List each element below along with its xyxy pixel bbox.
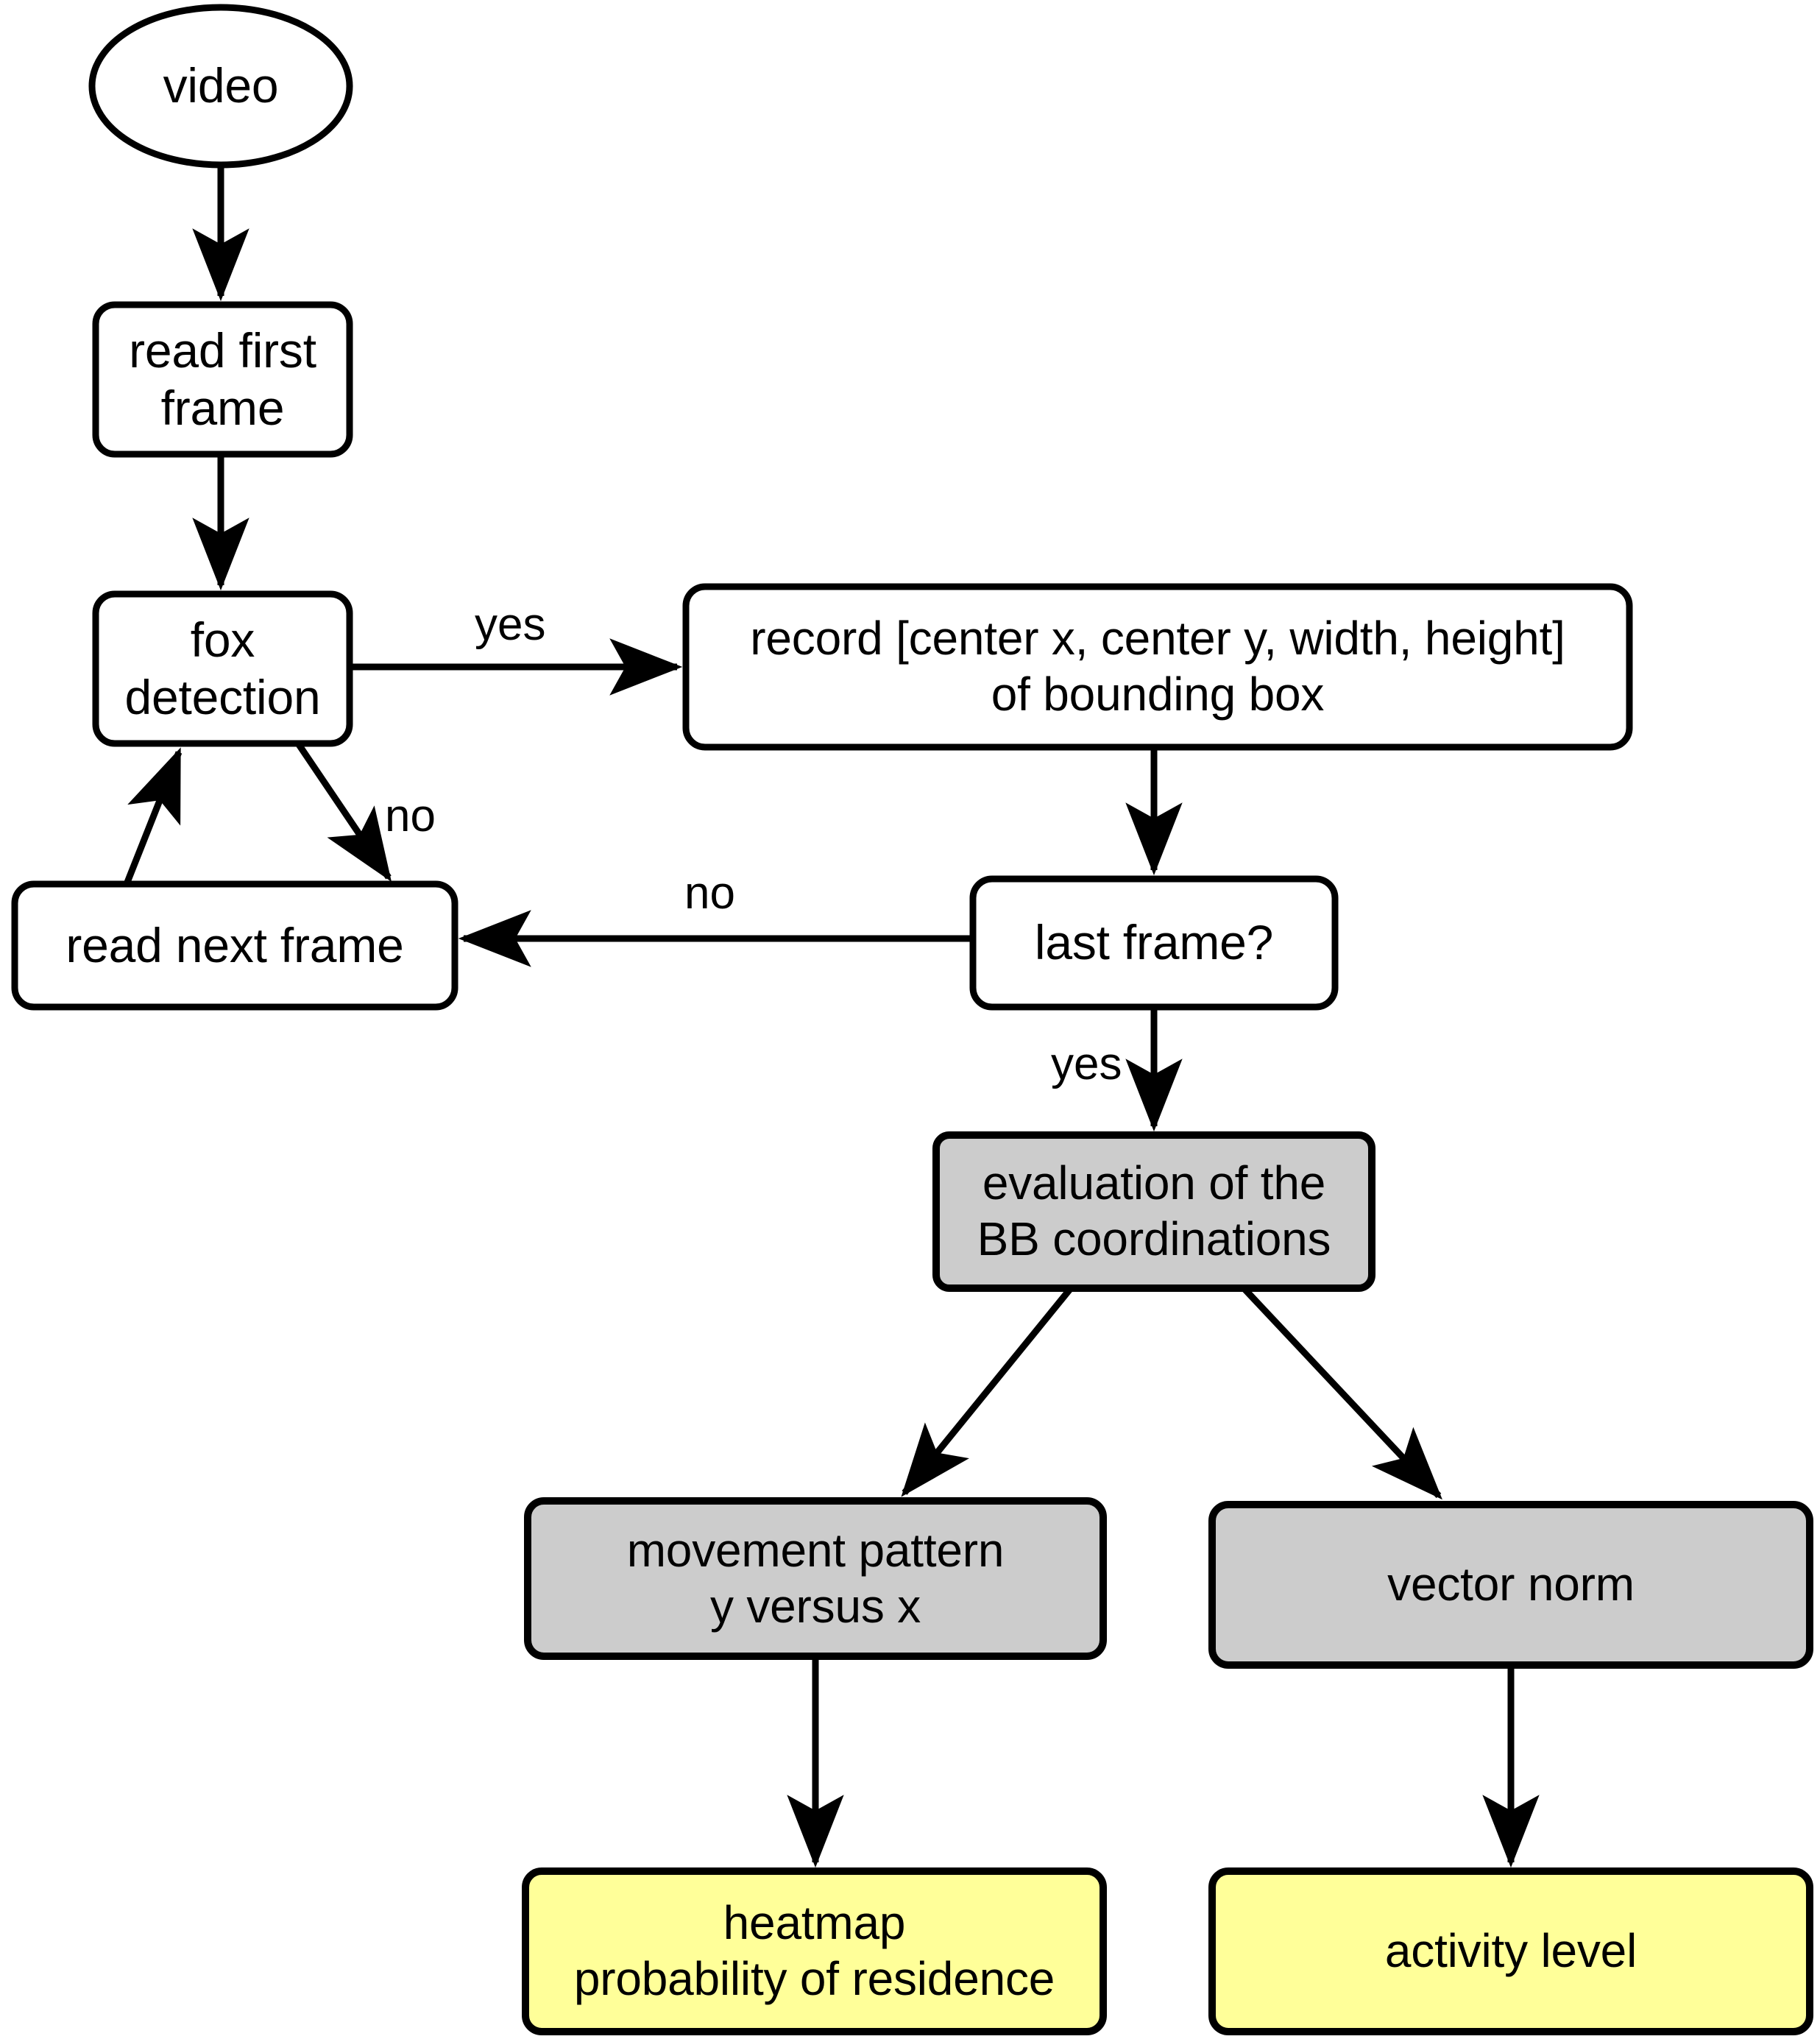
node-movement-pattern[interactable] <box>524 1497 1107 1660</box>
edge-label-last-frame-yes: yes <box>1051 1039 1122 1089</box>
node-heatmap[interactable] <box>522 1867 1107 2035</box>
node-evaluation-bb[interactable] <box>932 1131 1375 1292</box>
edge-label-fox-yes: yes <box>475 599 546 650</box>
edge-fox-detection-to-read-next-frame <box>295 741 392 882</box>
node-read-first-frame[interactable] <box>92 301 353 458</box>
node-last-frame[interactable] <box>969 875 1339 1011</box>
node-record-bb[interactable] <box>682 583 1633 751</box>
node-activity-level[interactable] <box>1208 1867 1813 2035</box>
node-video[interactable] <box>88 4 353 169</box>
node-vector-norm[interactable] <box>1208 1501 1813 1669</box>
edge-label-fox-no: no <box>385 791 436 841</box>
node-read-next-frame[interactable] <box>11 880 458 1011</box>
edge-label-last-frame-no: no <box>684 868 735 919</box>
edge-evaluation-bb-to-movement-pattern <box>901 1286 1074 1497</box>
edge-evaluation-bb-to-vector-norm <box>1241 1285 1442 1500</box>
node-fox-detection[interactable] <box>92 590 353 747</box>
edge-read-next-frame-to-fox-detection <box>123 747 183 886</box>
